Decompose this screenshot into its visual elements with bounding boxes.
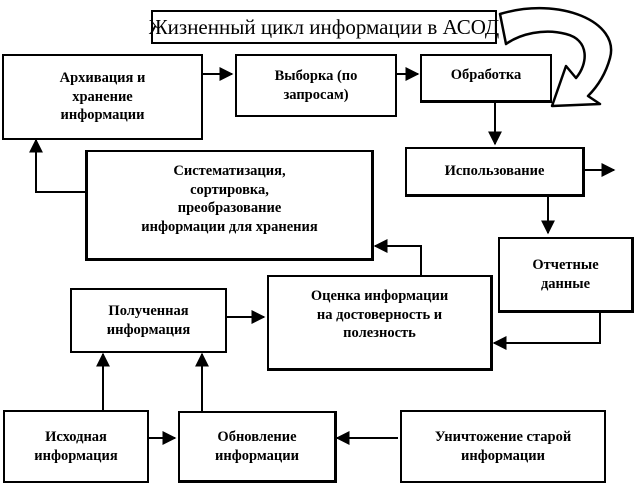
node-received-label: Полученная информация: [106, 302, 191, 338]
node-destruction-label: Уничтожение старой информации: [434, 428, 572, 464]
node-evaluation-label: Оценка информации на достоверность и пол…: [310, 288, 449, 342]
node-source: Исходная информация: [3, 410, 149, 483]
arrow-evaluation-to-systematization: [373, 239, 422, 275]
node-processing: Обработка: [420, 54, 552, 103]
curved-arrow-icon: [498, 6, 613, 108]
node-archiving-label: Архивация и хранение информации: [59, 70, 146, 124]
node-received: Полученная информация: [70, 288, 227, 353]
node-update: Обновление информации: [178, 411, 337, 483]
node-destruction: Уничтожение старой информации: [400, 410, 606, 483]
node-usage-label: Использование: [444, 163, 545, 180]
node-processing-label: Обработка: [450, 67, 522, 83]
node-archiving: Архивация и хранение информации: [2, 54, 203, 140]
node-selection-label: Выборка (по запросам): [274, 67, 358, 103]
node-systematization: Систематизация, сортировка, преобразован…: [85, 150, 374, 261]
diagram-title: Жизненный цикл информации в АСОД: [149, 10, 499, 44]
node-usage: Использование: [405, 147, 585, 197]
node-systematization-label: Систематизация, сортировка, преобразован…: [141, 163, 318, 235]
node-evaluation: Оценка информации на достоверность и пол…: [267, 275, 493, 371]
node-source-label: Исходная информация: [34, 428, 118, 464]
arrow-systematization-to-archiving: [29, 138, 85, 193]
node-reports-label: Отчетные данные: [532, 256, 599, 292]
node-selection: Выборка (по запросам): [235, 54, 397, 117]
node-update-label: Обновление информации: [215, 428, 299, 464]
arrow-reports-to-evaluation: [492, 313, 601, 350]
node-reports: Отчетные данные: [498, 237, 634, 313]
